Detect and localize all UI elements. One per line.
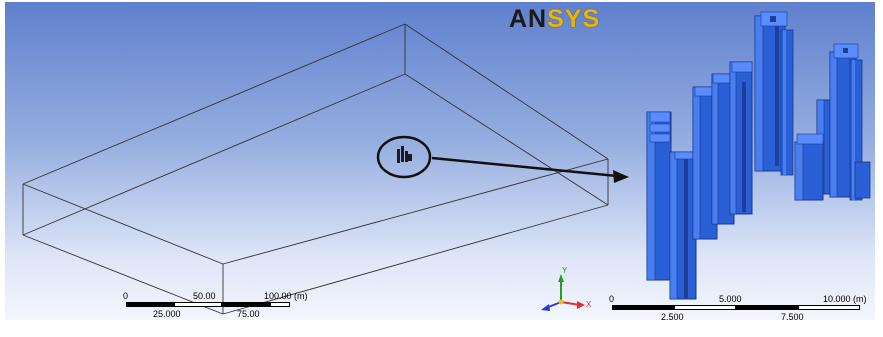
- coordinate-triad-icon: [541, 274, 585, 311]
- triad-x-label: X: [586, 300, 592, 309]
- scale-left-tick-0: 0: [123, 291, 129, 301]
- scale-left-tick-75: 75.00: [237, 309, 260, 319]
- scale-left-tick-50: 50.00: [193, 291, 216, 301]
- domain-wireframe: [22, 23, 609, 315]
- callout-arrowhead-icon: [613, 170, 629, 183]
- scale-right-tick-2-5: 2.500: [661, 312, 684, 320]
- scale-right-tick-10: 10.000 (m): [823, 294, 867, 304]
- scale-bar-right: 0 5.000 10.000 (m) 2.500 7.500: [609, 294, 871, 320]
- ansys-logo: ANSYS: [509, 5, 601, 33]
- callout-circle: [376, 135, 432, 179]
- scene-canvas[interactable]: [5, 2, 875, 320]
- scale-left-tick-25: 25.000: [153, 309, 181, 319]
- scale-right-tick-0: 0: [609, 294, 615, 304]
- scale-bar-left: 0 50.00 100.00 (m) 25.000 75.00: [123, 291, 308, 319]
- building-model-small: [397, 146, 412, 163]
- graphics-viewport[interactable]: Y X ANSYS 0 50.00 100.00 (m) 25.000 75.0…: [5, 2, 875, 320]
- callout-arrow: [431, 156, 618, 178]
- building-model-enlarged: [646, 11, 871, 300]
- scale-left-tick-100: 100.00 (m): [264, 291, 308, 301]
- scale-right-tick-7-5: 7.500: [781, 312, 804, 320]
- scale-right-tick-5: 5.000: [719, 294, 742, 304]
- triad-y-label: Y: [562, 266, 568, 275]
